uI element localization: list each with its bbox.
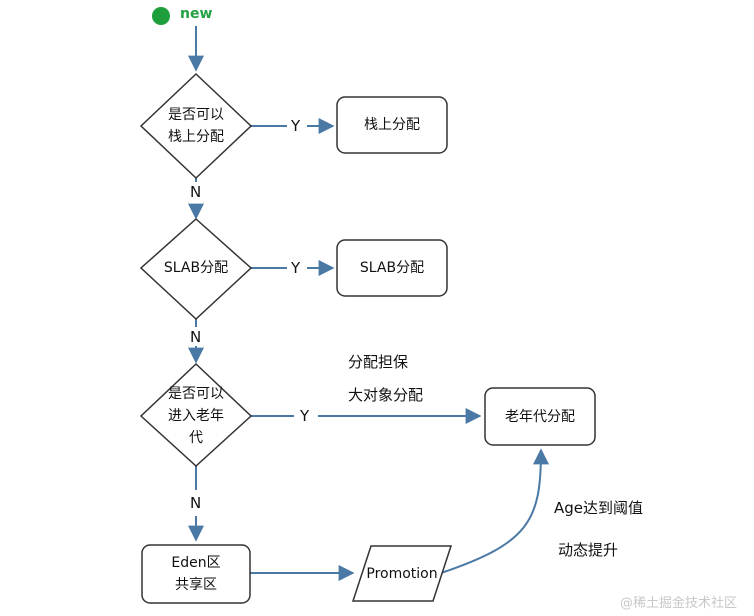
box-slab-alloc-text: SLAB分配	[359, 260, 425, 276]
decision-old-gen-text: 是否可以 进入老年 代	[168, 386, 224, 446]
note-age-threshold: Age达到阈值	[554, 499, 644, 517]
box-eden-text: Eden区 共享区	[171, 555, 221, 593]
box-old-gen-alloc-text: 老年代分配	[505, 408, 575, 425]
edge-label-no-2: N	[190, 328, 202, 346]
watermark: @稀土掘金技术社区	[620, 596, 738, 611]
box-stack-alloc-text: 栈上分配	[364, 117, 420, 133]
edge-promotion-to-old	[440, 448, 549, 574]
decision-stack-alloc-text: 是否可以 栈上分配	[168, 107, 224, 145]
start-node	[152, 7, 170, 25]
decision-slab-alloc-text: SLAB分配	[163, 260, 229, 276]
start-label: new	[180, 6, 213, 22]
box-old-gen-alloc	[484, 387, 596, 446]
box-promotion-text: Promotion	[366, 565, 438, 582]
edge-label-yes-old: Y	[300, 407, 310, 425]
note-dynamic-promotion: 动态提升	[558, 541, 619, 559]
box-promotion	[351, 545, 453, 602]
box-eden	[141, 544, 251, 604]
box-slab-alloc	[336, 239, 448, 297]
decision-slab-alloc	[139, 217, 253, 321]
edge-label-yes-stack: Y	[291, 117, 301, 135]
note-allocation-guarantee: 分配担保	[348, 353, 409, 371]
edge-label-yes-slab: Y	[291, 259, 301, 277]
decision-old-gen	[139, 362, 253, 468]
box-stack-alloc	[336, 96, 448, 154]
note-large-object: 大对象分配	[348, 386, 424, 404]
edge-label-no-1: N	[190, 183, 202, 201]
edge-label-no-3: N	[190, 494, 202, 512]
decision-stack-alloc	[139, 72, 253, 180]
